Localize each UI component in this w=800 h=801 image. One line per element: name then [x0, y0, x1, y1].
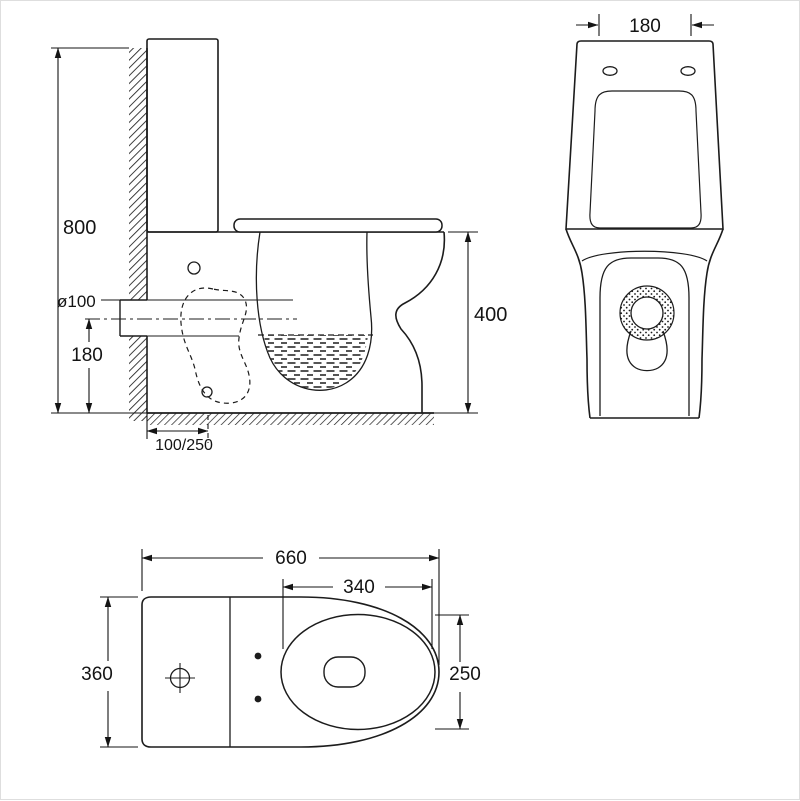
pedestal-arch: [599, 257, 690, 416]
pedestal-left: [565, 228, 591, 419]
dim-seat-length-label: 340: [343, 577, 375, 598]
fixing-dot-bottom: [254, 695, 262, 703]
water-fill: [264, 335, 368, 390]
bowl-profile: [395, 231, 446, 413]
front-dimensions: [576, 14, 714, 36]
drain-outer: [619, 285, 675, 341]
dim-rim-height-label: 400: [474, 304, 507, 326]
side-view: [85, 38, 446, 443]
dim-overall-height-label: 800: [63, 217, 96, 239]
dim-outlet-height-label: 180: [71, 345, 103, 366]
cistern-hole-left: [602, 66, 618, 76]
seat-opening: [280, 613, 436, 731]
trap-outline-front: [626, 330, 668, 372]
fixing-dot-top: [254, 652, 262, 660]
cistern-hole-right: [680, 66, 696, 76]
outlet-pipe-mask: [120, 300, 147, 336]
dim-overall-width-label: 360: [81, 664, 113, 685]
wall-hatch: [129, 48, 147, 421]
floor-hatch: [147, 413, 434, 425]
side-dimensions: [51, 47, 478, 439]
bowl-shoulder: [581, 250, 708, 262]
dim-cistern-width-label: 180: [629, 16, 661, 37]
plan-dimensions: [100, 549, 469, 748]
dim-seat-width-label: 250: [449, 664, 481, 685]
dim-outlet-diameter-label: ø100: [57, 292, 96, 311]
pedestal-right: [698, 228, 724, 419]
cistern-side: [146, 38, 219, 233]
trapway-dashed: [180, 287, 251, 404]
bowl-inner: [255, 231, 373, 391]
plan-view: [141, 596, 440, 748]
dimension-labels: 800 ø100 180 400 100/250 180 660 340 360…: [57, 16, 661, 685]
flush-outlet: [323, 656, 366, 688]
plan-outline: [141, 596, 440, 748]
cistern-recess: [589, 90, 702, 229]
dim-overall-depth-label: 660: [275, 548, 307, 569]
fixing-hole: [187, 261, 201, 275]
cistern-front: [565, 40, 724, 230]
dim-setout-label: 100/250: [155, 437, 213, 454]
drain-inner: [630, 296, 664, 330]
seat-lid-side: [233, 218, 443, 233]
drain-ring-stipple: [620, 286, 675, 340]
front-view: [565, 40, 724, 419]
trap-hole: [201, 386, 213, 398]
